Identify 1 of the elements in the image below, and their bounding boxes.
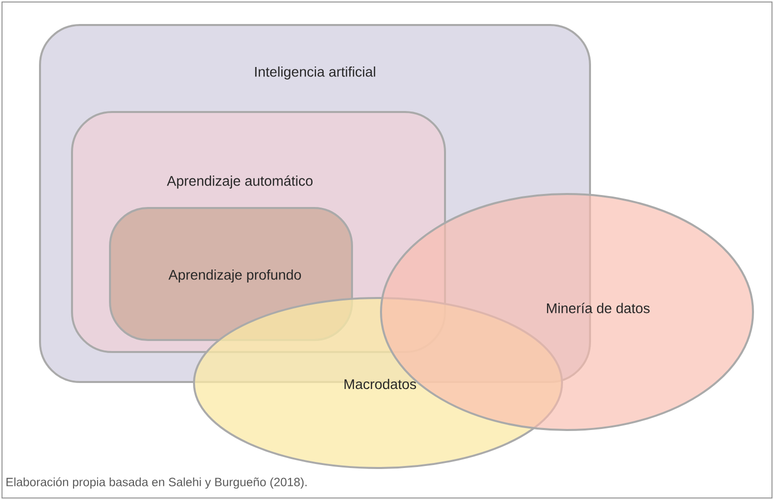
caption: Elaboración propia basada en Salehi y Burgueño (2018).	[6, 477, 307, 489]
